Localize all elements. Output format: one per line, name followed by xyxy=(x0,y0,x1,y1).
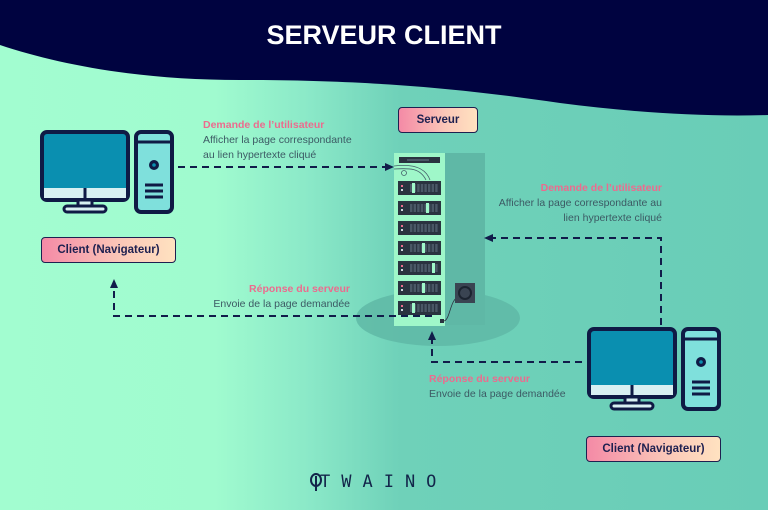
right-response-arrow xyxy=(431,340,582,363)
left-request-annotation: Demande de l’utilisateur Afficher la pag… xyxy=(203,118,352,163)
header-banner xyxy=(0,0,768,116)
arrowhead-icon xyxy=(385,163,394,171)
tree-icon xyxy=(310,473,322,491)
annotation-heading: Réponse du serveur xyxy=(429,373,530,385)
arrowhead-icon xyxy=(110,279,118,288)
arrowhead-icon xyxy=(428,331,436,340)
left-response-annotation: Réponse du serveur Envoie de la page dem… xyxy=(200,282,350,312)
server-unit xyxy=(398,201,441,215)
server-label-text: Serveur xyxy=(416,114,460,126)
annotation-text: Envoie de la page demandée xyxy=(429,388,566,400)
server-rack-icon xyxy=(393,153,475,326)
client-label-text: Client (Navigateur) xyxy=(602,443,705,455)
server-label: Serveur xyxy=(398,107,478,133)
right-request-arrow xyxy=(492,237,662,325)
server-unit xyxy=(398,241,441,255)
client-label-left: Client (Navigateur) xyxy=(41,237,176,263)
client-label-right: Client (Navigateur) xyxy=(586,436,721,462)
server-unit xyxy=(398,221,441,235)
flow-arrows xyxy=(113,166,662,363)
server-unit xyxy=(398,181,441,195)
client-label-text: Client (Navigateur) xyxy=(57,244,160,256)
page-title: SERVEUR CLIENT xyxy=(266,20,502,50)
annotation-text: Envoie de la page demandée xyxy=(213,298,350,310)
annotation-text: au lien hypertexte cliqué xyxy=(203,149,317,161)
annotation-heading: Demande de l’utilisateur xyxy=(540,182,662,194)
annotation-text: Afficher la page correspondante au xyxy=(498,197,662,209)
annotation-text: lien hypertexte cliqué xyxy=(563,212,662,224)
right-request-annotation: Demande de l’utilisateur Afficher la pag… xyxy=(480,181,662,226)
server-unit xyxy=(398,261,441,275)
desktop-computer-icon xyxy=(587,327,721,411)
server-unit xyxy=(398,301,441,315)
annotation-text: Afficher la page correspondante xyxy=(203,134,352,146)
brand-logo: TWAINO xyxy=(320,472,448,492)
server-unit xyxy=(398,281,441,295)
arrowhead-icon xyxy=(484,234,493,242)
annotation-heading: Réponse du serveur xyxy=(249,283,350,295)
annotation-heading: Demande de l’utilisateur xyxy=(203,119,325,131)
left-response-arrow xyxy=(113,287,432,317)
desktop-computer-icon xyxy=(40,130,174,214)
right-response-annotation: Réponse du serveur Envoie de la page dem… xyxy=(429,372,566,402)
